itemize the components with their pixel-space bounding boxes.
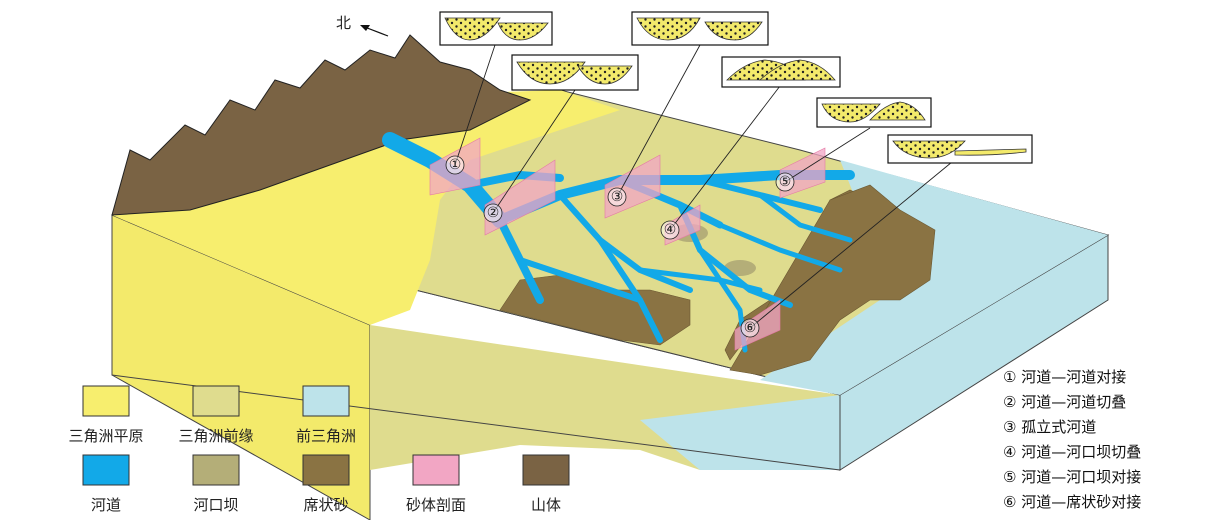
section-box-5 (816, 97, 932, 128)
legend-swatch-delta-front (192, 385, 240, 417)
marker-2: ② (487, 205, 500, 221)
marker-3: ③ (611, 189, 624, 205)
section-box-4 (721, 56, 841, 88)
legend-swatch-mountain (522, 454, 570, 486)
legend-label: 河口坝 (193, 496, 238, 514)
section-box-3 (631, 11, 769, 46)
section-box-1 (439, 11, 553, 46)
legend-label: 三角洲前缘 (178, 427, 253, 445)
contact-type-item: ⑥ 河道—席状砂对接 (1003, 493, 1141, 511)
contact-type-item: ③ 孤立式河道 (1003, 418, 1096, 436)
leader-lines (454, 44, 953, 329)
legend-swatch-channel (82, 454, 130, 486)
contact-type-item: ① 河道—河道对接 (1003, 368, 1126, 386)
marker-1: ① (449, 157, 462, 173)
contact-type-item: ⑤ 河道—河口坝对接 (1003, 468, 1141, 486)
legend-label: 山体 (531, 496, 561, 514)
legend-swatch-sheet-sand (302, 454, 350, 486)
contact-type-list: ① 河道—河道对接 ② 河道—河道切叠 ③ 孤立式河道 ④ 河道—河口坝切叠 ⑤… (1003, 368, 1141, 511)
marker-5: ⑤ (779, 174, 792, 190)
legend-swatch-mouth-bar (192, 454, 240, 486)
legend-swatch-prodelta (302, 385, 350, 417)
contact-type-item: ④ 河道—河口坝切叠 (1003, 443, 1141, 461)
legend-label: 河道 (91, 496, 121, 514)
legend-swatch-delta-plain (82, 385, 130, 417)
marker-6: ⑥ (744, 320, 757, 336)
legend-label: 席状砂 (303, 496, 348, 514)
legend: 三角洲平原 三角洲前缘 前三角洲 河道 河口坝 席状砂 砂体剖面 山体 (68, 385, 570, 514)
section-box-2 (511, 54, 639, 91)
number-markers: ① ② ③ ④ ⑤ ⑥ (445, 155, 795, 338)
marker-4: ④ (664, 222, 677, 238)
legend-swatch-sand-section (412, 454, 460, 486)
top-surface (111, 89, 1110, 396)
legend-label: 三角洲平原 (68, 427, 143, 445)
north-arrow: 北 (336, 14, 389, 37)
legend-label: 砂体剖面 (406, 496, 466, 514)
sheet-sand-bodies (499, 184, 936, 376)
contact-type-item: ② 河道—河道切叠 (1003, 393, 1126, 411)
north-label: 北 (336, 14, 351, 32)
section-box-6 (887, 134, 1033, 164)
legend-label: 前三角洲 (296, 427, 356, 445)
